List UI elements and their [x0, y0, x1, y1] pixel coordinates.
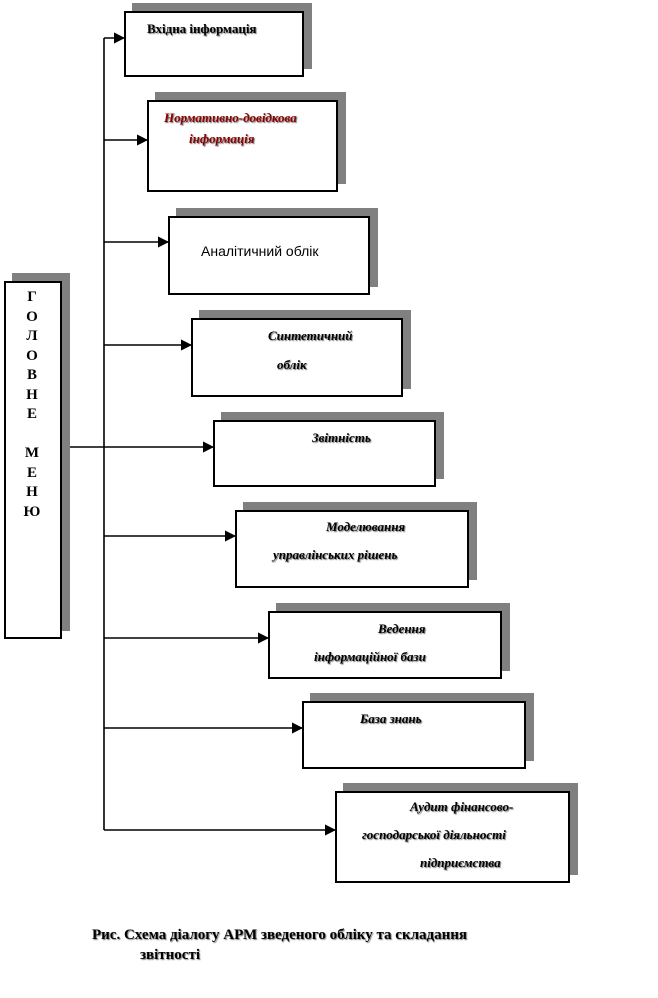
- label-decision-modeling-2: управлінських рішень: [273, 547, 398, 562]
- label-knowledge-base: База знань: [360, 711, 422, 726]
- main-menu-label: Г О Л О В Н Е М Е Н Ю: [23, 289, 41, 520]
- figure-caption-line2: звітності: [140, 947, 200, 963]
- box-reporting[interactable]: [213, 420, 436, 487]
- label-info-base-2: інформаційної бази: [314, 649, 426, 664]
- figure-caption-line1: Рис. Схема діалогу АРМ зведеного обліку …: [92, 927, 467, 943]
- figure-caption: Рис. Схема діалогу АРМ зведеного обліку …: [92, 925, 467, 965]
- box-reference-info[interactable]: [147, 100, 338, 192]
- box-synthetic-accounting[interactable]: [191, 318, 403, 397]
- label-info-base-1: Ведення: [378, 621, 426, 636]
- label-audit-3: підприємства: [420, 855, 501, 870]
- label-reference-info-2: інформація: [189, 131, 255, 146]
- box-info-base[interactable]: [268, 611, 502, 679]
- box-decision-modeling[interactable]: [235, 510, 469, 588]
- box-analytical-accounting[interactable]: [168, 216, 370, 295]
- label-audit-2: господарської діяльності: [362, 827, 506, 842]
- label-synthetic-accounting-1: Синтетичний: [268, 328, 353, 343]
- label-reporting: Звітність: [312, 430, 371, 445]
- label-decision-modeling-1: Моделювання: [326, 519, 406, 534]
- box-knowledge-base[interactable]: [302, 701, 526, 769]
- box-input-info[interactable]: [124, 11, 304, 77]
- box-audit[interactable]: [335, 791, 570, 883]
- main-menu-box[interactable]: [4, 281, 62, 639]
- label-analytical-accounting: Аналітичний облік: [201, 243, 319, 259]
- label-audit-1: Аудит фінансово-: [410, 799, 514, 814]
- label-reference-info-1: Нормативно-довідкова: [164, 110, 297, 125]
- label-synthetic-accounting-2: облік: [277, 357, 307, 372]
- label-input-info: Вхідна інформація: [147, 21, 257, 36]
